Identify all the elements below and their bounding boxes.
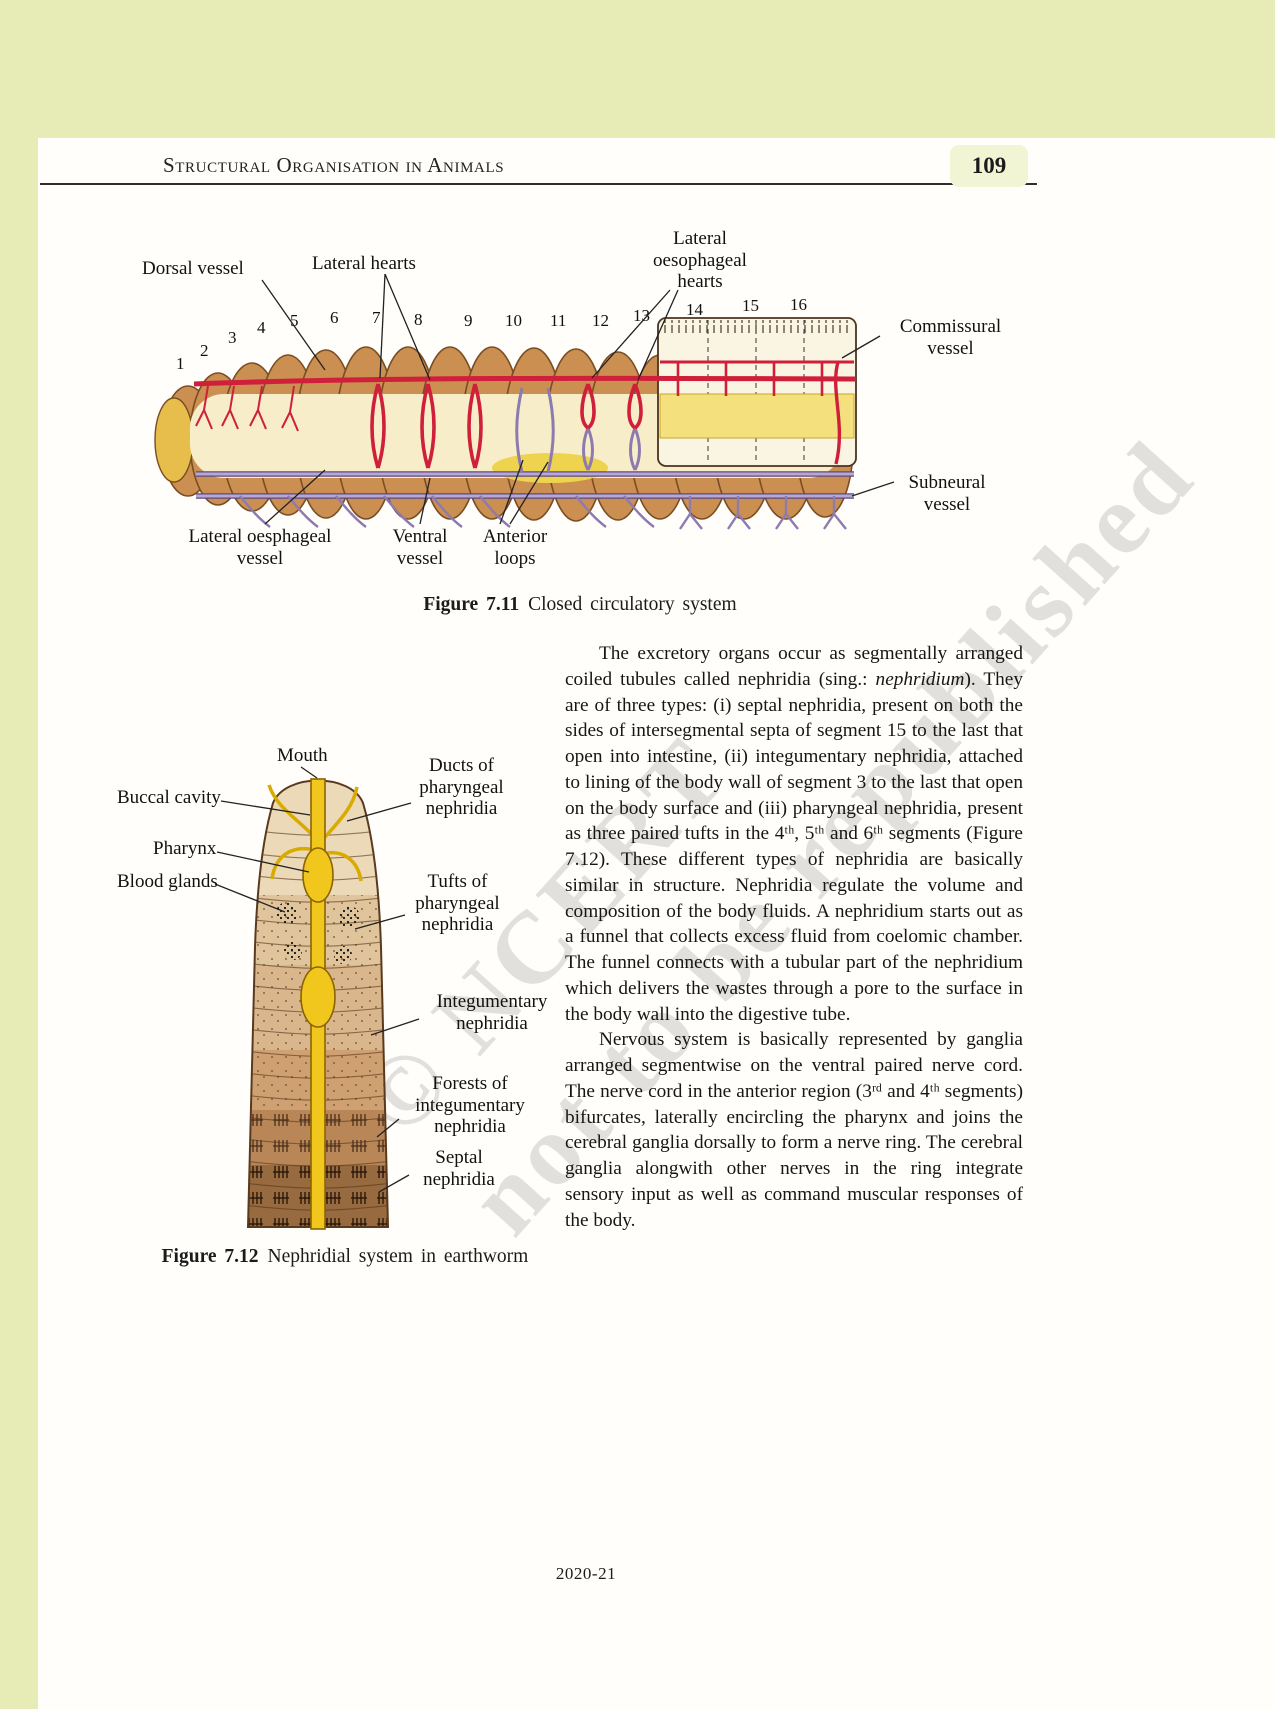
- segment-number-2: 2: [200, 341, 209, 360]
- fig12-label-blood-glands: Blood glands: [117, 871, 218, 892]
- cutaway-tube: [657, 317, 857, 467]
- fig12-label-tufts: Tufts of pharyngeal nephridia: [415, 871, 500, 936]
- segment-number-14: 14: [686, 300, 703, 319]
- segment-number-16: 16: [790, 295, 807, 314]
- figure-7-12: Mouth Buccal cavity Pharynx Blood glands…: [115, 745, 575, 1245]
- segment-number-5: 5: [290, 311, 299, 330]
- fig12-pointer-lines: [214, 766, 420, 1193]
- segment-number-8: 8: [414, 310, 423, 329]
- figure-7-12-caption: Figure 7.12 Nephridial system in earthwor…: [115, 1246, 575, 1268]
- p1-italic-nephridium: nephridium: [875, 668, 965, 690]
- figure-7-11-caption-label: Figure 7.11: [423, 594, 520, 615]
- worm-head: [154, 397, 194, 483]
- paragraph-nervous-system: Nervous system is basically represented …: [565, 1029, 1023, 1231]
- gut-band: [659, 393, 855, 439]
- page-number: 109: [950, 145, 1028, 187]
- header-rule: [40, 183, 1037, 185]
- fig11-label-lateral-oesophageal-hearts: Lateral oesophageal hearts: [653, 228, 747, 293]
- fig11-label-lateral-oesphageal-vessel: Lateral oesphageal vessel: [188, 526, 332, 569]
- segment-boundaries-dashed: [707, 320, 805, 464]
- tube-hatching: [662, 320, 852, 333]
- figure-7-11-caption: Figure 7.11 Closed circulatory system: [130, 594, 1030, 616]
- fig11-pointer-lines: [261, 273, 895, 525]
- segment-number-9: 9: [464, 311, 473, 330]
- segment-number-10: 10: [505, 311, 522, 330]
- figure-7-11: Dorsal vessel Lateral hearts Lateral oes…: [130, 228, 1030, 569]
- top-color-band: [0, 0, 1275, 138]
- purple-branches: [239, 495, 847, 530]
- fig12-label-ducts: Ducts of pharyngeal nephridia: [419, 755, 504, 820]
- segment-number-3: 3: [228, 328, 237, 347]
- segment-number-11: 11: [550, 311, 567, 330]
- nephridial-system-diagram: [214, 766, 420, 1230]
- anterior-loops-vessels: [515, 387, 641, 473]
- blood-gland-clusters: [276, 902, 360, 964]
- chapter-header: Structural Organisation in Animals: [163, 153, 505, 177]
- fig11-label-subneural-vessel: Subneural vessel: [908, 472, 986, 515]
- fig12-label-mouth: Mouth: [277, 745, 328, 766]
- worm-outline: [246, 779, 390, 1228]
- figure-7-12-caption-text: Nephridial system in earthworm: [267, 1246, 529, 1267]
- segment-number-4: 4: [257, 318, 266, 337]
- left-color-band: [0, 0, 38, 1709]
- figure-7-12-caption-label: Figure 7.12: [161, 1246, 259, 1267]
- fig11-label-ventral-vessel: Ventral vessel: [392, 526, 448, 569]
- dorsal-vessel-and-hearts: [193, 360, 857, 469]
- fig12-label-septal: Septal nephridia: [423, 1147, 495, 1190]
- segment-number-1: 1: [176, 354, 185, 373]
- segment-number-7: 7: [372, 308, 381, 327]
- body-text-column: The excretory organs occur as segmentall…: [565, 641, 1023, 1233]
- segment-number-15: 15: [742, 296, 759, 315]
- circulatory-system-diagram: [154, 273, 895, 530]
- segment-number-13: 13: [633, 306, 650, 325]
- fig11-label-lateral-hearts: Lateral hearts: [312, 253, 416, 274]
- segment-number-6: 6: [330, 308, 339, 327]
- figure-7-11-caption-text: Closed circulatory system: [528, 594, 737, 615]
- page-footer: 2020-21: [555, 1564, 617, 1583]
- segment-number-12: 12: [592, 311, 609, 330]
- fig12-label-buccal-cavity: Buccal cavity: [117, 787, 221, 808]
- alimentary-canal: [300, 778, 336, 1230]
- p1-part-c: ). They are of three types: (i) septal n…: [565, 668, 1023, 1025]
- paragraph-excretory-organs: The excretory organs occur as segmentall…: [565, 641, 1023, 1027]
- fig11-label-dorsal-vessel: Dorsal vessel: [142, 258, 244, 279]
- fig12-label-integumentary: Integumentary nephridia: [436, 991, 548, 1034]
- p1-part-a: The excretory organs occur as segmentall…: [565, 643, 1023, 690]
- fig11-label-anterior-loops: Anterior loops: [482, 526, 548, 569]
- fig11-label-commissural-vessel: Commissural vessel: [899, 316, 1002, 359]
- fig12-label-forests: Forests of integumentary nephridia: [415, 1073, 525, 1138]
- ventral-and-subneural-vessels: [196, 471, 854, 499]
- fig12-label-pharynx: Pharynx: [153, 838, 217, 859]
